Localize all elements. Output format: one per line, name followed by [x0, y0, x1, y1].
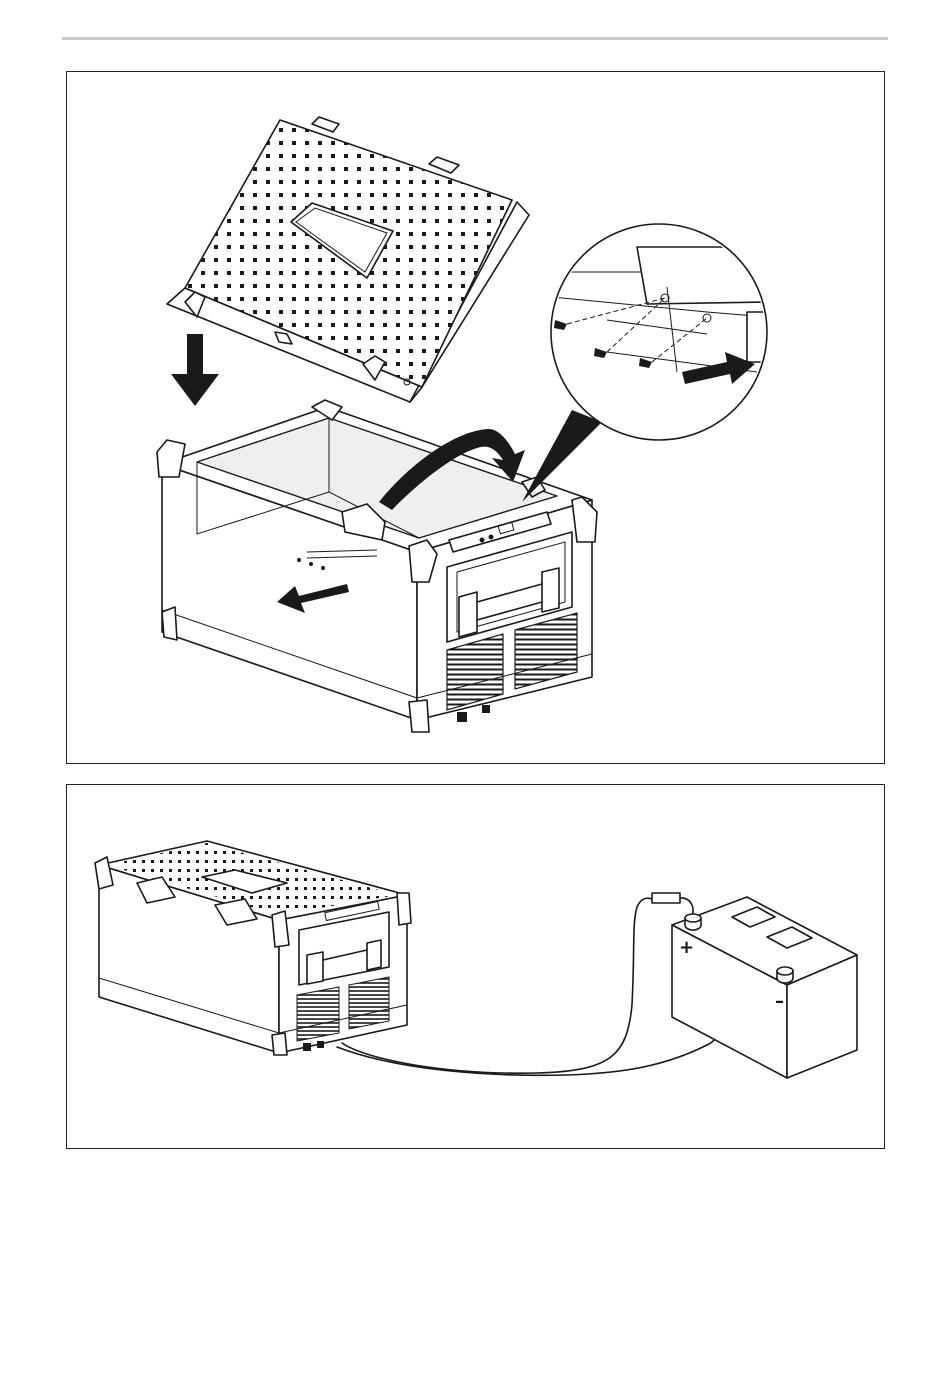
- cooler-closed: [95, 841, 411, 1055]
- figure-lid-removal-panel: [66, 71, 885, 764]
- lid-removal-illustration: [67, 72, 886, 765]
- battery-connection-illustration: + –: [67, 785, 886, 1150]
- detail-callout-circle: [551, 224, 777, 440]
- negative-terminal-label: –: [775, 991, 784, 1012]
- lift-down-arrow: [171, 334, 219, 406]
- figure-battery-connection-panel: + –: [66, 784, 885, 1149]
- header-rule: [62, 37, 888, 40]
- cooler-body-open: [157, 400, 597, 732]
- detached-lid: [167, 117, 529, 402]
- car-battery: + –: [672, 897, 857, 1078]
- detail-callout-pointer: [522, 410, 602, 502]
- positive-terminal-label: +: [679, 937, 694, 958]
- inline-fuse: [652, 893, 693, 915]
